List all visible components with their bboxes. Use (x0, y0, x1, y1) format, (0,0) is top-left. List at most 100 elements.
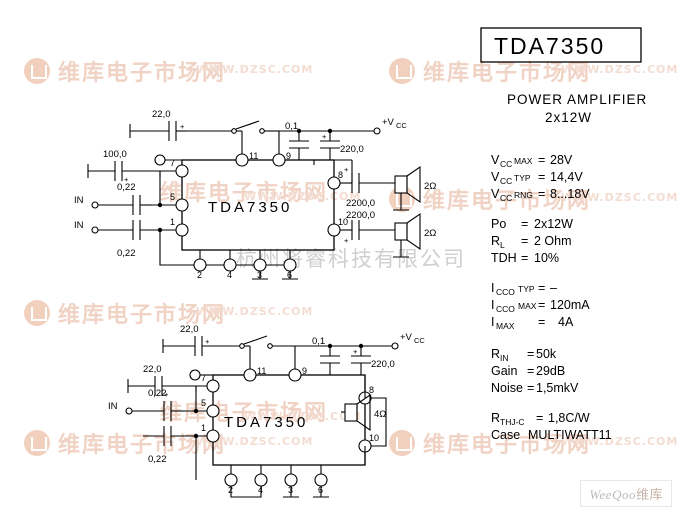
supply-terminal-bottom (391, 342, 399, 350)
junction-pin1-bottom (193, 433, 199, 439)
spec-row-tdh: TDH = 10% (491, 251, 559, 265)
cap-plates-out-top (351, 173, 360, 193)
speaker-ground-top-2 (393, 240, 409, 258)
part-number-title: TDA7350 (494, 33, 605, 59)
brand-name-en: WeeQoo (589, 487, 636, 502)
ground-symbol-pin3-bottom (283, 486, 299, 498)
spec-eq: = (538, 281, 545, 295)
input-label-top-1: IN (74, 195, 84, 206)
spec-eq: = (536, 411, 543, 425)
spec-eq: = (538, 298, 545, 312)
cap-value-bootstrap-top: 22,0 (152, 109, 171, 120)
cap-value-in-bottom-top: 0,22 (117, 248, 136, 259)
input-terminal-top-1 (91, 201, 99, 209)
spec-sub: CCO (496, 287, 515, 297)
cap-polarity-plus-220-top: + (322, 132, 327, 141)
spec-name: TDH (491, 251, 517, 265)
pin-number-10-bottom: 10 (369, 433, 379, 443)
spec-eq: = (538, 153, 545, 167)
spec-value: MULTIWATT11 (528, 428, 612, 442)
switch-contact-left-top (231, 128, 237, 134)
cap-value-in-top: 0,22 (117, 182, 136, 193)
speaker-cone-bottom-1 (356, 393, 371, 432)
spec-value: 28V (550, 153, 573, 167)
pin-marker-5-top (175, 198, 189, 212)
spec-eq: = (527, 381, 534, 395)
cap-value-decouple-big-bottom: 220,0 (371, 359, 395, 370)
pin-number-7-bottom: 7 (201, 373, 206, 383)
spec-name: I (491, 298, 494, 312)
pin-number-8-top: 8 (338, 170, 343, 180)
junction-pin1-top (157, 227, 163, 233)
spec-row-vcc-rng: V CC RNG = 8...18V (491, 187, 590, 203)
spec-sub: THJ-C (500, 417, 525, 427)
doc-subtitle-line2: 2x12W (545, 110, 592, 125)
spec-qualifier: MAX (514, 156, 533, 166)
spec-eq: = (538, 187, 545, 201)
pin-node-top-11 (154, 154, 166, 166)
spec-value: 4A (558, 315, 574, 329)
switch-blade-bottom (243, 335, 268, 345)
spec-row-icco-typ: I CCO TYP = – (491, 281, 557, 297)
speaker-body-top-2 (394, 222, 408, 241)
spec-eq: = (527, 347, 534, 361)
pin-marker-9 (272, 153, 286, 167)
spec-name: R (491, 234, 500, 248)
speaker-impedance-top-2: 2Ω (424, 228, 436, 239)
spec-name: V (491, 187, 500, 201)
speaker-impedance-bottom-1: 4Ω (374, 409, 386, 420)
spec-name: Po (491, 217, 506, 231)
ground-symbol-pin6-top (282, 271, 298, 280)
spec-name: I (491, 315, 494, 329)
speaker-cone-top-2 (406, 212, 421, 251)
spec-eq: = (538, 315, 545, 329)
supply-sub-top: CC (396, 121, 407, 130)
wire-pin2-pin4-tie-bottom (230, 486, 262, 498)
spec-sub: CC (500, 159, 512, 169)
spec-value: 2 Ohm (534, 234, 572, 248)
cap-plates-22-bottom (194, 336, 203, 356)
cap-plates-01-top (289, 140, 309, 149)
spec-name: Gain (491, 364, 517, 378)
cap-polarity-plus-bootstrap-bottom: + (205, 337, 210, 346)
spec-sub: MAX (496, 321, 515, 331)
speaker-impedance-top-1: 2Ω (424, 181, 436, 192)
spec-qualifier: MAX (518, 301, 537, 311)
cap-polarity-plus-bootstrap-top: + (180, 122, 185, 131)
cap-value-decouple-small-bottom: 0,1 (312, 336, 325, 347)
cap-plates-22-top (168, 121, 177, 141)
cap-value-out-bottom: 2200,0 (346, 210, 375, 221)
pin-number-4-top: 4 (227, 270, 232, 280)
wire-ground-bus-top (159, 230, 290, 266)
pin-node-bottom-11 (189, 369, 201, 381)
pin-number-2-top: 2 (197, 270, 202, 280)
pin-number-5-top: 5 (170, 192, 175, 202)
spec-name: V (491, 153, 500, 167)
cap-plates-in-top-bottom (163, 401, 172, 421)
pin-number-8-bottom: 8 (369, 385, 374, 395)
cap-value-bootstrap-bottom: 22,0 (180, 324, 199, 335)
spec-value: 10% (534, 251, 559, 265)
spec-row-rthjc: R THJ-C = 1,8C/W (491, 411, 590, 427)
junction-pin5-bottom (193, 408, 199, 414)
spec-value: 2x12W (534, 217, 573, 231)
spec-row-rl: R L = 2 Ohm (491, 234, 572, 250)
spec-value: 8...18V (550, 187, 590, 201)
spec-row-noise: Noise = 1,5mkV (491, 381, 579, 395)
switch-blade-top (235, 120, 260, 130)
pin-marker-1-top (175, 223, 189, 237)
supply-label-top: +V (382, 117, 395, 128)
speaker-ground-top-1 (393, 193, 409, 211)
cap-value-decouple-big-top: 220,0 (340, 144, 364, 155)
cap-plates-220-bottom (351, 355, 371, 364)
spec-value: 14,4V (550, 170, 583, 184)
brand-stamp: WeeQoo维库 (580, 480, 672, 507)
spec-value: 1,8C/W (548, 411, 590, 425)
pin-number-7-top: 7 (170, 158, 175, 168)
pin-marker-7-top (175, 164, 189, 178)
spec-name: R (491, 347, 500, 361)
spec-row-rin: R IN = 50k (491, 347, 557, 363)
cap-value-out-top: 2200,0 (346, 198, 375, 209)
pin-number-11-top: 11 (249, 151, 258, 161)
